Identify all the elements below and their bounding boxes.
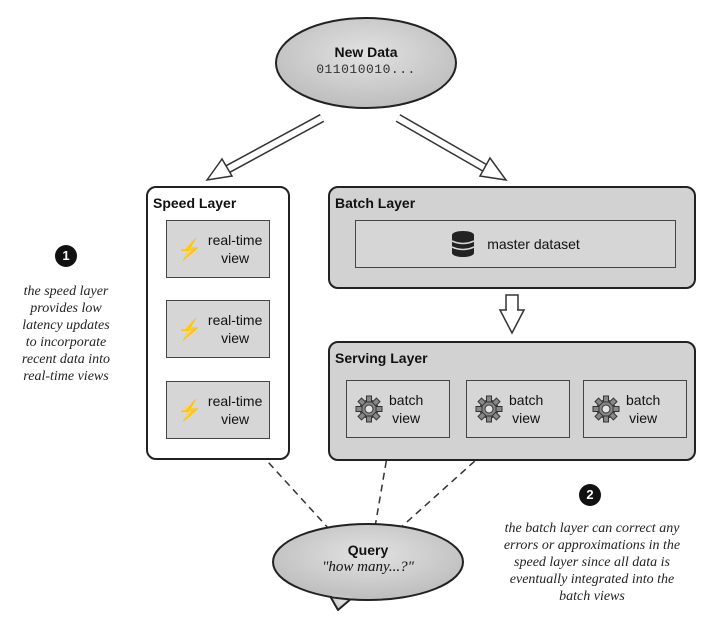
master-dataset-box: master dataset <box>355 220 676 268</box>
realtime-view-1: ⚡ real-time view <box>166 220 270 278</box>
new-data-title: New Data <box>334 44 398 60</box>
serving-layer-title: Serving Layer <box>335 350 428 366</box>
lightning-icon: ⚡ <box>177 399 202 422</box>
realtime-view-2: ⚡ real-time view <box>166 300 270 358</box>
realtime-view-3: ⚡ real-time view <box>166 381 270 439</box>
note-1-badge: 1 <box>55 245 77 267</box>
query-title: Query <box>347 542 389 558</box>
query-connectors <box>257 450 487 531</box>
batch-view-2: batch view <box>466 380 570 438</box>
lightning-icon: ⚡ <box>177 238 202 261</box>
realtime-view-label-2: view <box>221 250 250 266</box>
gear-icon <box>475 395 503 423</box>
query-bubble <box>272 523 464 611</box>
database-icon <box>451 231 475 257</box>
note-2-text: the batch layer can correct any errors o… <box>503 521 681 604</box>
gear-icon <box>592 395 620 423</box>
arrow-new-data-to-speed <box>205 114 325 182</box>
batch-view-label: batch <box>626 392 661 408</box>
query-node: Query "how many...?" <box>288 542 448 576</box>
query-text: "how many...?" <box>322 559 414 575</box>
batch-view-label-2: view <box>512 410 541 426</box>
note-1-text: the speed layer provides low latency upd… <box>21 284 111 384</box>
realtime-view-label-2: view <box>221 411 250 427</box>
arrow-new-data-to-batch <box>395 114 508 182</box>
speed-layer-title: Speed Layer <box>153 195 237 211</box>
gear-icon <box>355 395 383 423</box>
new-data-bits: 011010010... <box>316 62 416 77</box>
realtime-view-label: real-time <box>207 312 263 328</box>
batch-layer-title: Batch Layer <box>335 195 416 211</box>
note-2-badge: 2 <box>579 484 601 506</box>
realtime-view-label: real-time <box>207 393 263 409</box>
batch-view-label-2: view <box>629 410 658 426</box>
master-dataset-label: master dataset <box>487 236 580 252</box>
batch-view-label: batch <box>389 392 424 408</box>
realtime-view-label: real-time <box>207 232 263 248</box>
realtime-view-label-2: view <box>221 330 250 346</box>
arrow-batch-to-serving <box>498 294 526 335</box>
batch-view-3: batch view <box>583 380 687 438</box>
batch-view-label: batch <box>509 392 544 408</box>
batch-view-1: batch view <box>346 380 450 438</box>
batch-view-label-2: view <box>392 410 421 426</box>
new-data-ellipse <box>275 17 457 109</box>
lightning-icon: ⚡ <box>177 318 202 341</box>
new-data-node: New Data 011010010... <box>276 44 456 77</box>
